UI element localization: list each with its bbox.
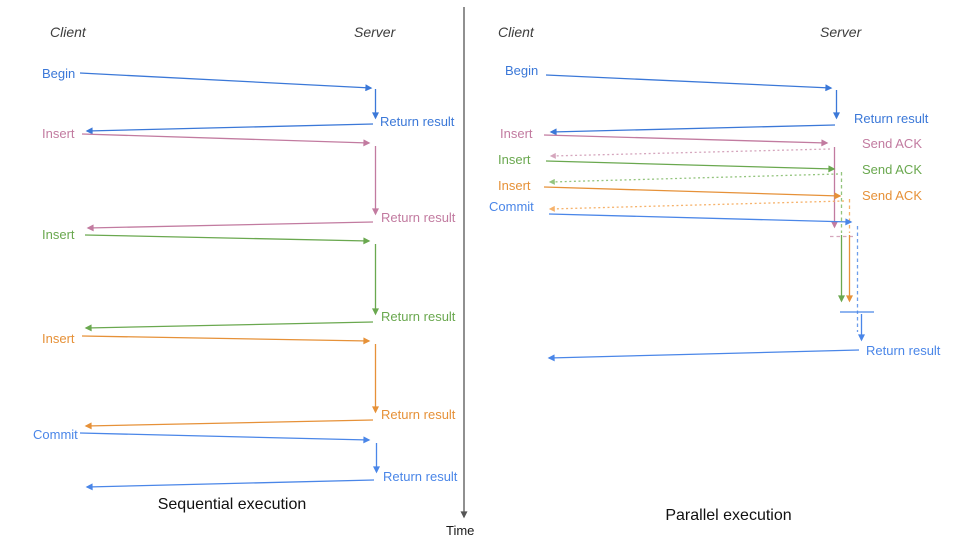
seq-insert2-flow (84, 234, 379, 332)
sequential-title: Sequential execution (157, 496, 307, 513)
seq-return-result-4: Return result (381, 407, 456, 422)
par-send-ack-3: Send ACK (862, 188, 922, 203)
seq-return-result-1: Return result (380, 114, 455, 129)
request-arrow (81, 335, 371, 345)
parallel-title: Parallel execution (665, 507, 792, 524)
request-arrow (79, 72, 373, 92)
ack-arrow-dotted (549, 148, 831, 159)
seq-op-insert3-label: Insert (42, 331, 75, 346)
par-return-result-1: Return result (854, 111, 929, 126)
par-op-insert3-label: Insert (498, 178, 531, 193)
par-server-header: Server (820, 24, 862, 40)
response-arrow (84, 419, 374, 430)
response-arrow (85, 479, 375, 491)
par-op-commit-label: Commit (489, 199, 534, 214)
request-arrow (81, 133, 371, 147)
par-return-result-2: Return result (866, 343, 941, 358)
par-op-insert2-label: Insert (498, 152, 531, 167)
seq-insert3-flow (81, 335, 379, 430)
seq-return-result-5: Return result (383, 469, 458, 484)
time-axis-label: Time (446, 523, 475, 538)
seq-begin-flow (79, 72, 379, 135)
request-arrow (545, 74, 833, 92)
seq-op-insert1-label: Insert (42, 126, 75, 141)
par-insert2-flow (545, 160, 845, 303)
response-arrow (547, 349, 860, 362)
seq-server-header: Server (354, 24, 396, 40)
request-arrow (543, 134, 829, 147)
seq-op-insert2-label: Insert (42, 227, 75, 242)
request-arrow (84, 234, 371, 245)
par-commit-flow (547, 213, 874, 362)
seq-op-commit-label: Commit (33, 427, 78, 442)
ack-arrow-dotted (548, 173, 839, 185)
response-arrow (85, 123, 374, 135)
response-arrow (549, 124, 836, 136)
par-op-insert1-label: Insert (500, 126, 533, 141)
par-client-header: Client (498, 24, 534, 40)
par-send-ack-2: Send ACK (862, 162, 922, 177)
seq-return-result-2: Return result (381, 210, 456, 225)
seq-client-header: Client (50, 24, 86, 40)
seq-insert1-flow (81, 133, 379, 232)
response-arrow (86, 221, 374, 232)
par-op-begin-label: Begin (505, 63, 539, 78)
request-arrow (543, 186, 842, 200)
request-arrow (79, 432, 371, 444)
seq-return-result-3: Return result (381, 309, 456, 324)
request-arrow (545, 160, 836, 173)
request-arrow (548, 213, 853, 226)
seq-op-begin-label: Begin (42, 66, 76, 81)
par-begin-flow (545, 74, 840, 136)
seq-commit-flow (79, 432, 380, 491)
par-send-ack-1: Send ACK (862, 136, 922, 151)
ack-arrow-dotted (548, 200, 845, 212)
response-arrow (84, 321, 374, 332)
par-insert3-flow (543, 186, 853, 303)
